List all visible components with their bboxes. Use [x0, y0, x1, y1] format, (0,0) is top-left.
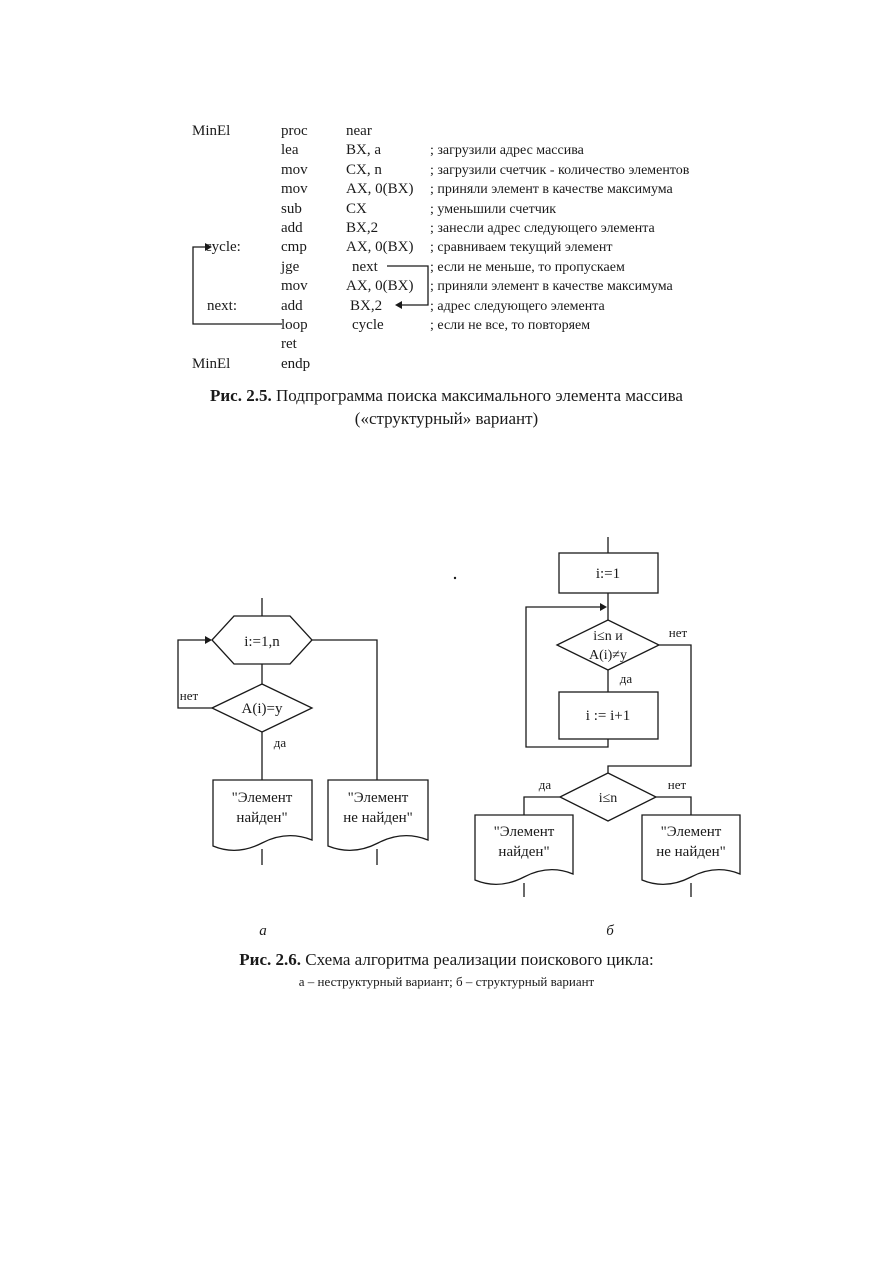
init-label: i:=1 [596, 566, 620, 582]
listing-comment: ; загрузили адрес массива [430, 143, 584, 159]
listing-opcode: loop [281, 317, 308, 333]
listing-opcode: lea [281, 142, 299, 159]
listing-opcode: mov [281, 161, 308, 178]
listing-operand: CX, n [346, 161, 382, 178]
listing-label: MinEl [192, 123, 231, 139]
listing-operand: near [346, 123, 372, 139]
found-output-line1-b: "Элемент [494, 824, 555, 840]
listing-opcode: proc [281, 123, 308, 139]
figure-2-6-flowcharts: i:=1,n A(i)=y нет да "Элемент найден" "Э… [177, 537, 741, 939]
listing-jump-arrows [192, 243, 429, 325]
condition-yes-label: да [274, 735, 287, 750]
listing-label: next: [207, 297, 237, 314]
subfigure-b-label: б [606, 923, 614, 939]
listing-opcode: endp [281, 355, 311, 372]
listing-opcode: add [281, 297, 303, 314]
notfound-output-shape [327, 779, 429, 851]
loop-condition-no-label: нет [669, 625, 688, 640]
found-output-line2-b: найден" [498, 844, 549, 860]
listing-comment: ; если не все, то повторяем [430, 318, 591, 333]
listing-opcode: mov [281, 278, 308, 295]
loop-header-label: i:=1,n [244, 634, 280, 650]
stray-dot [453, 576, 457, 580]
figure-2-6-caption-subtext: а – неструктурный вариант; б – структурн… [298, 974, 595, 989]
listing-opcode: add [281, 220, 303, 236]
loop-condition-line2: A(i)≠y [589, 648, 627, 663]
listing-opcode: sub [281, 200, 302, 217]
listing-operand: AX, 0(BX) [346, 239, 414, 256]
listing-comment: ; занесли адрес следующего элемента [430, 221, 655, 236]
increment-label: i := i+1 [586, 708, 630, 724]
figure-2-5-caption-line2: («структурный» вариант) [0, 409, 893, 429]
found-output-shape [212, 779, 313, 851]
found-output-line2: найден" [236, 810, 287, 826]
listing-comment: ; если не меньше, то пропускаем [430, 259, 625, 275]
flowchart-a: i:=1,n A(i)=y нет да "Элемент найден" "Э… [177, 598, 429, 865]
listing-operand: next [352, 258, 378, 275]
notfound-output-line1-b: "Элемент [661, 824, 722, 840]
check-yes-label: да [539, 777, 552, 792]
flowchart-b: i:=1 i≤n и A(i)≠y нет да i := i+1 i≤n да… [474, 537, 741, 897]
listing-comment: ; приняли элемент в качестве максимума [430, 182, 673, 198]
found-output-shape-b [474, 814, 574, 885]
check-label: i≤n [599, 791, 618, 806]
figure-2-6-caption-text: Схема алгоритма реализации поискового ци… [301, 950, 654, 969]
listing-operand: BX,2 [346, 220, 379, 236]
condition-no-label: нет [180, 688, 199, 703]
listing-opcode: cmp [281, 239, 307, 256]
assembly-listing: MinEl proc near lea BX, a ; загрузили адрес м… [0, 0, 893, 380]
listing-operand: CX [346, 200, 367, 217]
listing-label: MinEl [192, 355, 231, 372]
subfigure-a-label: а [259, 923, 267, 939]
listing-opcode: jge [281, 258, 300, 275]
listing-operand: cycle [352, 317, 384, 333]
listing-comment: ; приняли элемент в качестве максимума [430, 279, 673, 295]
notfound-output-shape-b [641, 814, 741, 885]
listing-operand: AX, 0(BX) [346, 181, 414, 198]
notfound-output-line2-b: не найден" [656, 844, 726, 860]
listing-label: cycle: [205, 239, 241, 256]
figure-2-5-caption-text: Подпрограмма поиска максимального элемен… [271, 386, 683, 405]
found-output-line1: "Элемент [232, 790, 293, 806]
notfound-output-line1: "Элемент [348, 790, 409, 806]
figure-2-5-caption-variant: («структурный» вариант) [354, 409, 539, 428]
listing-opcode: ret [281, 336, 297, 353]
listing-operand: BX,2 [350, 297, 383, 314]
figure-2-5-caption-number: Рис. 2.5. [210, 386, 272, 405]
figure-2-5-caption: Рис. 2.5. Подпрограмма поиска максимальн… [0, 386, 893, 406]
listing-comment: ; уменьшили счетчик [430, 201, 557, 217]
condition-label: A(i)=y [242, 701, 283, 717]
condition-diamond [210, 683, 314, 733]
listing-comment: ; адрес следующего элемента [430, 298, 605, 314]
listing-comment: ; сравниваем текущий элемент [430, 240, 613, 256]
check-no-label: нет [668, 777, 687, 792]
figure-2-6-caption: Рис. 2.6. Схема алгоритма реализации пои… [0, 950, 893, 970]
notfound-output-line2: не найден" [343, 810, 413, 826]
listing-operand: BX, a [346, 142, 381, 159]
listing-opcode: mov [281, 181, 308, 198]
increment-box [558, 691, 659, 740]
figure-2-6-caption-line2: а – неструктурный вариант; б – структурн… [0, 974, 893, 991]
loop-condition-yes-label: да [620, 671, 633, 686]
figure-2-6-caption-number: Рис. 2.6. [239, 950, 301, 969]
listing-comment: ; загрузили счетчик - количество элемент… [430, 162, 690, 178]
loop-condition-line1: i≤n и [593, 629, 623, 644]
listing-operand: AX, 0(BX) [346, 278, 414, 295]
